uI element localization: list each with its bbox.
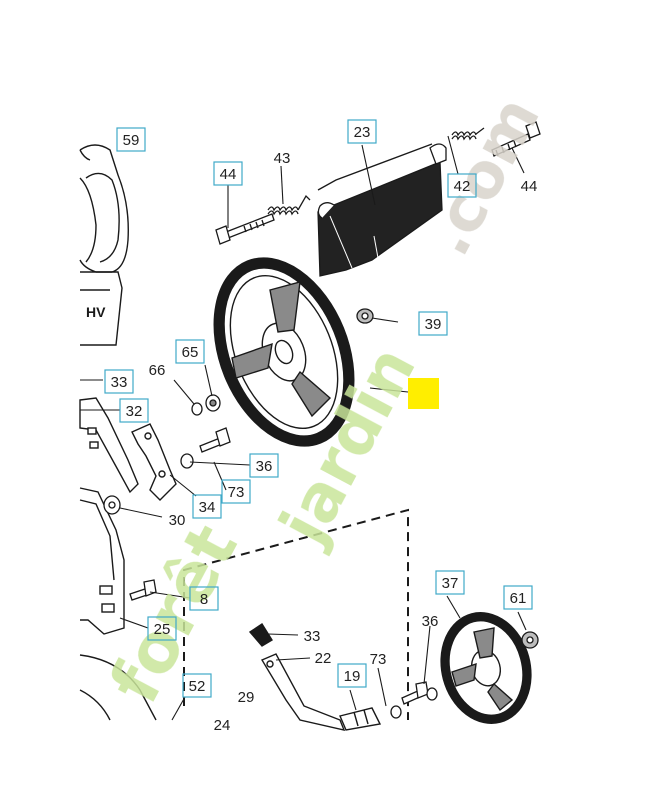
label-39: 39 [425, 316, 442, 333]
bolt-36b [401, 681, 438, 705]
ring-66 [191, 402, 203, 416]
front-height-lever [248, 623, 382, 731]
height-adjust-bracket [79, 397, 177, 501]
bolt-left [215, 213, 275, 245]
plain-labels: 43 44 66 30 36 33 22 73 29 24 [149, 150, 538, 734]
label-66: 66 [149, 362, 166, 379]
label-73-right: 73 [370, 651, 387, 668]
spring-right [451, 127, 485, 141]
washer-65 [205, 394, 221, 412]
label-65: 65 [182, 344, 199, 361]
bolt-right [491, 121, 541, 157]
label-73-left: 73 [228, 484, 245, 501]
boxed-labels: 59 23 44 42 39 65 33 32 36 73 34 8 25 37… [104, 119, 533, 698]
label-36-left: 36 [256, 458, 273, 475]
nut-39 [356, 308, 374, 324]
spacer-30 [103, 495, 121, 515]
label-37: 37 [442, 575, 459, 592]
label-30: 30 [169, 512, 186, 529]
label-33-left: 33 [111, 374, 128, 391]
label-43: 43 [274, 150, 291, 167]
rear-flap [317, 143, 447, 277]
label-33-right: 33 [304, 628, 321, 645]
ring-73b [390, 705, 402, 719]
label-22: 22 [315, 650, 332, 667]
label-24: 24 [214, 717, 231, 734]
label-42: 42 [454, 178, 471, 195]
label-44-left: 44 [220, 166, 237, 183]
front-wheel [440, 612, 532, 724]
label-29: 29 [238, 689, 255, 706]
label-36-right: 36 [422, 613, 439, 630]
highlight-marker [408, 378, 439, 409]
label-23: 23 [354, 124, 371, 141]
detail-outline [183, 508, 409, 720]
label-61: 61 [510, 590, 527, 607]
rear-wheel [213, 257, 355, 447]
bolt-36 [199, 427, 231, 453]
spring-left [267, 194, 311, 216]
label-19: 19 [344, 668, 361, 685]
label-44-right: 44 [521, 178, 538, 195]
engine-housing: HV [79, 144, 129, 346]
label-34: 34 [199, 499, 216, 516]
nut-61 [521, 631, 539, 649]
label-25: 25 [154, 621, 171, 638]
label-59: 59 [123, 132, 140, 149]
label-52: 52 [189, 678, 206, 695]
label-32: 32 [126, 403, 143, 420]
deck-body [79, 487, 157, 721]
label-8: 8 [200, 591, 208, 608]
leader-lines [80, 135, 527, 721]
ring-73 [180, 453, 194, 469]
engine-label: HV [86, 304, 106, 320]
